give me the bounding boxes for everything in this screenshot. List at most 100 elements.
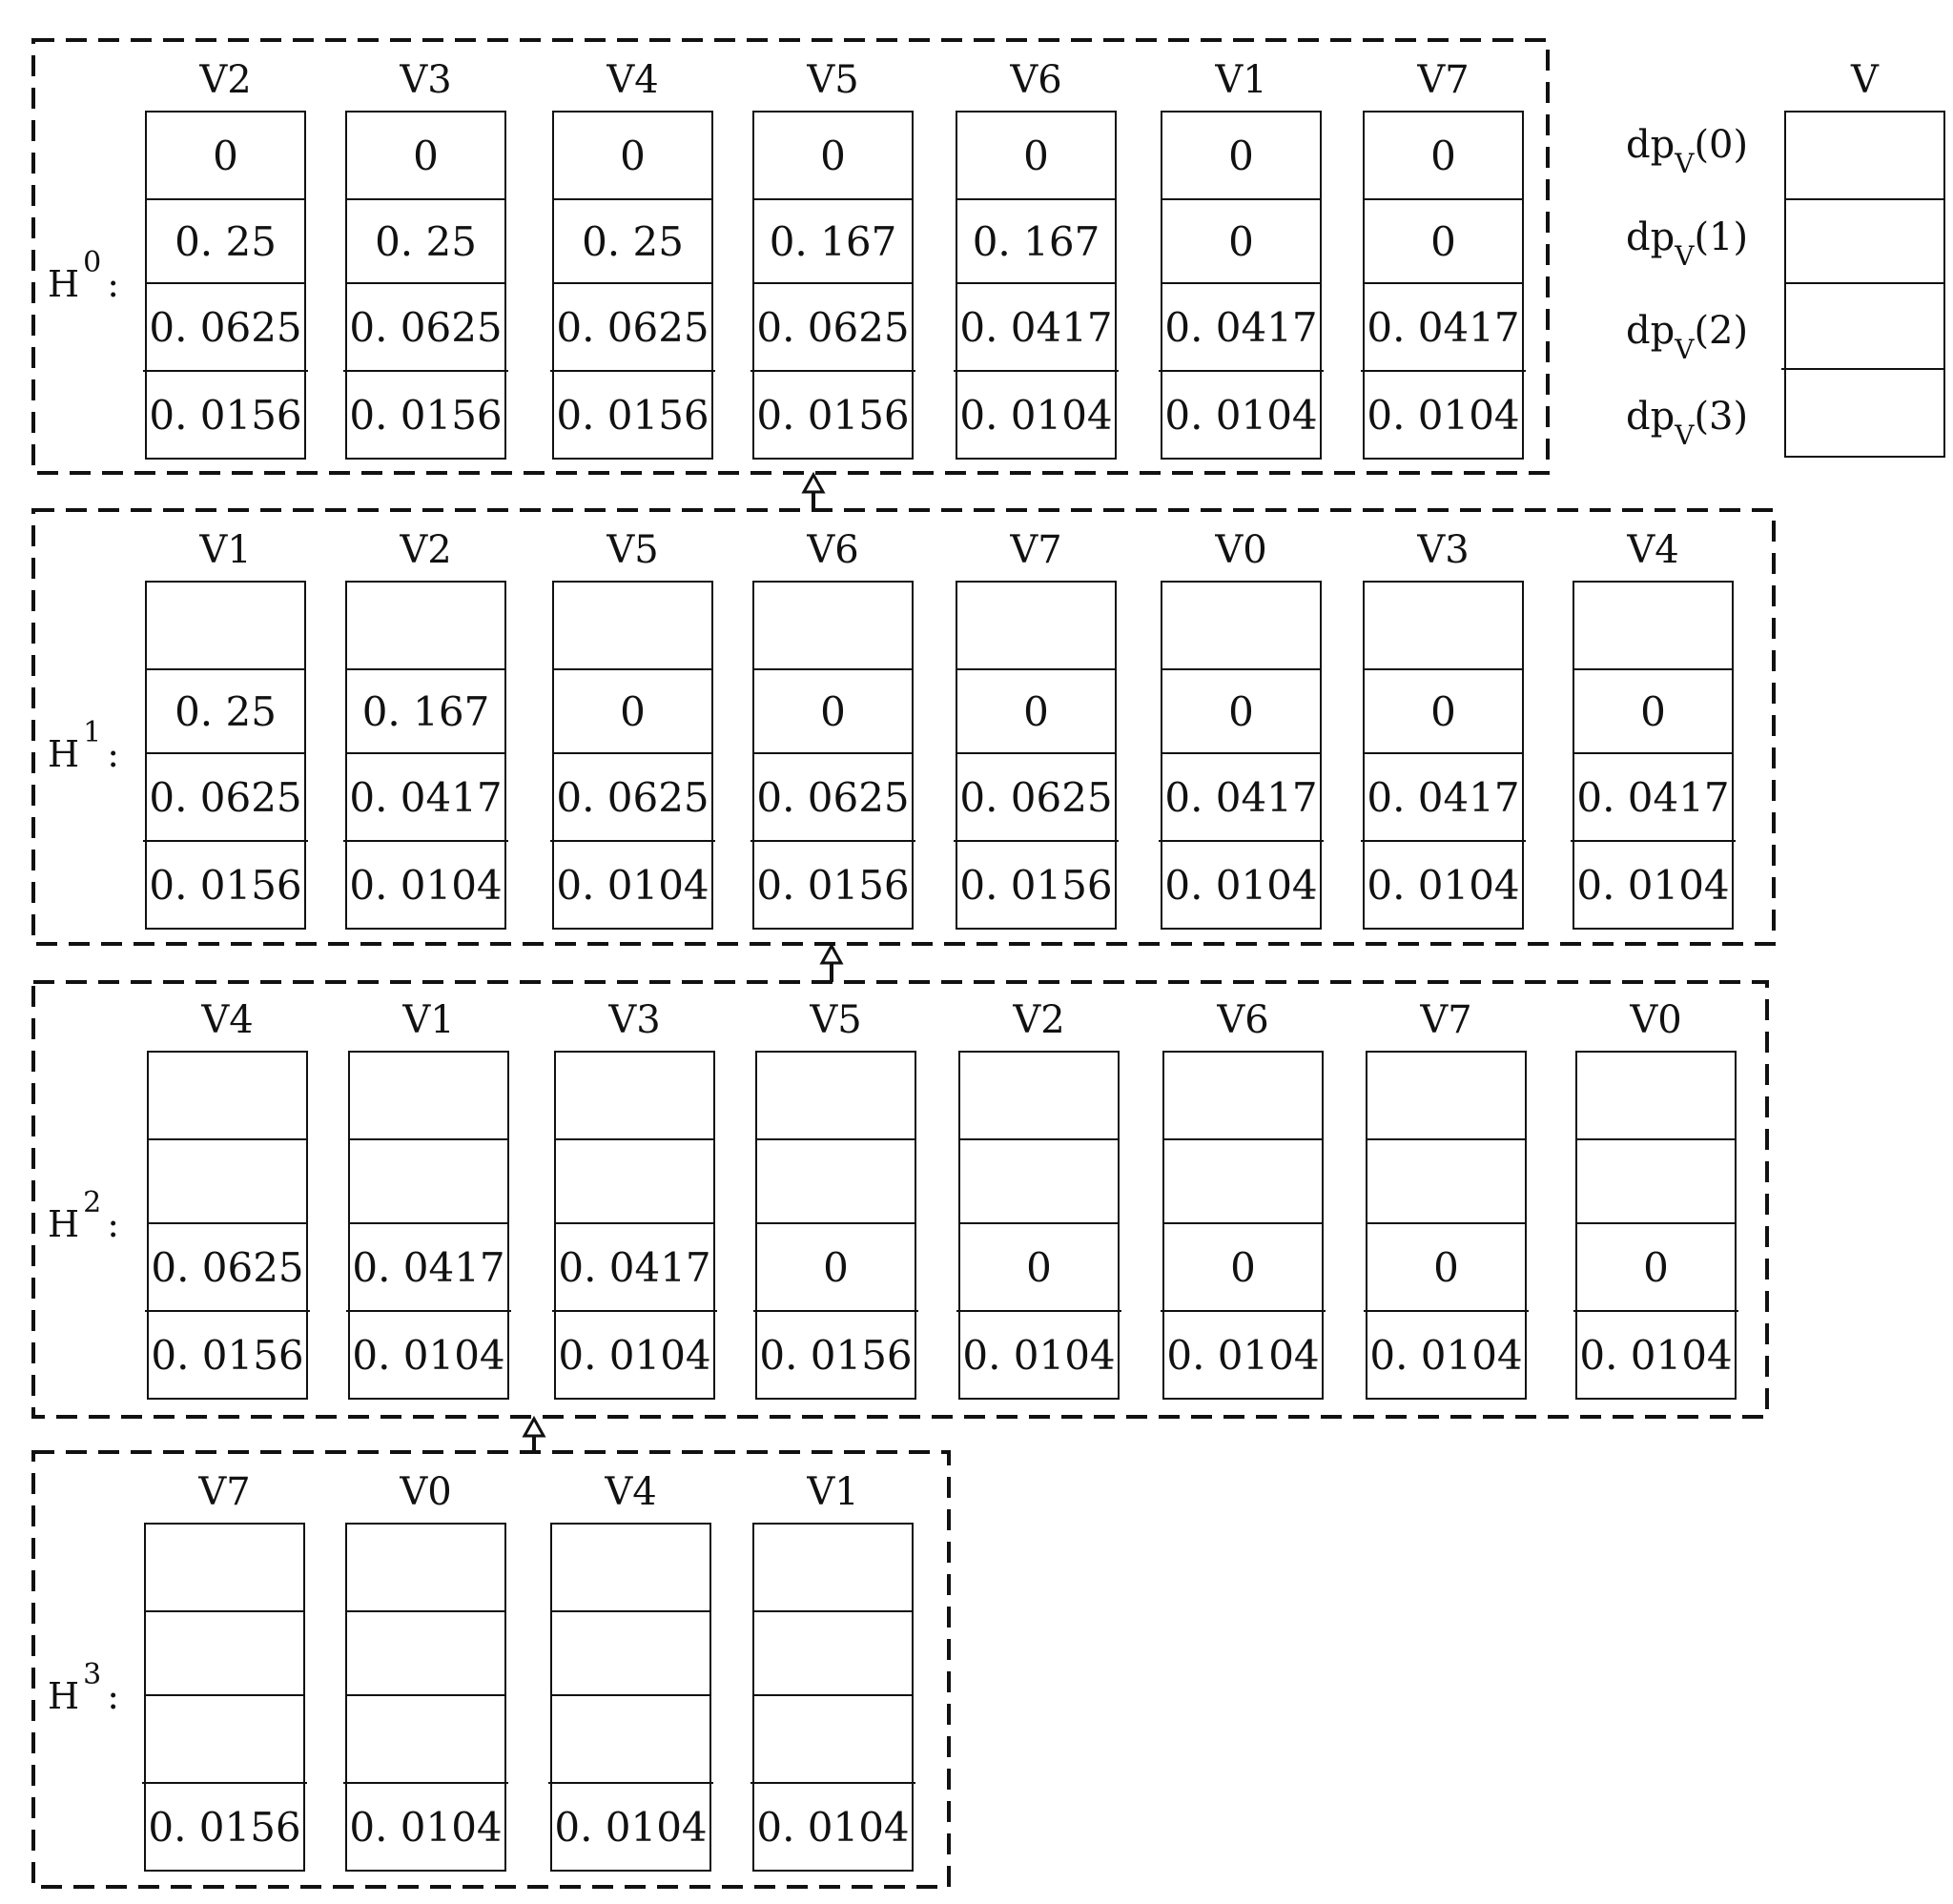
cell-value: 0 bbox=[1026, 1244, 1052, 1291]
cell-value: 0. 0625 bbox=[149, 304, 301, 351]
level-label: H3: bbox=[48, 1658, 119, 1717]
cell-value: 0. 0104 bbox=[1367, 862, 1519, 909]
column-box bbox=[752, 111, 914, 460]
level-label: H2: bbox=[48, 1186, 119, 1245]
column-box bbox=[348, 1051, 509, 1400]
column-box bbox=[345, 1523, 506, 1872]
legend-subscript: V bbox=[1674, 240, 1695, 272]
column-header: V1 bbox=[1214, 58, 1266, 102]
cell-value: 0. 0625 bbox=[756, 304, 909, 351]
level-label: H1: bbox=[48, 716, 119, 775]
cell-value: 0 bbox=[1430, 688, 1456, 735]
column-box bbox=[345, 111, 506, 460]
cell-value: 0 bbox=[413, 133, 439, 179]
arrow-head bbox=[522, 1415, 546, 1438]
column-box bbox=[554, 1051, 715, 1400]
legend-header: V bbox=[1850, 58, 1880, 102]
column-box bbox=[956, 581, 1117, 930]
cell-value: 0. 0104 bbox=[1369, 1332, 1522, 1379]
cell-value: 0. 0104 bbox=[1367, 392, 1519, 439]
cell-value: 0. 0104 bbox=[1576, 862, 1729, 909]
level-letter: H bbox=[48, 1203, 79, 1245]
column-box bbox=[345, 581, 506, 930]
column-box bbox=[755, 1051, 916, 1400]
level-frame-3 bbox=[31, 1450, 951, 1889]
column-header: V4 bbox=[200, 998, 253, 1042]
legend-dp: dp bbox=[1626, 123, 1675, 167]
column-header: V2 bbox=[399, 528, 451, 572]
column-header: V3 bbox=[399, 58, 451, 102]
legend-arg: (3) bbox=[1694, 395, 1748, 439]
legend-arg: (0) bbox=[1694, 123, 1748, 167]
column-header: V0 bbox=[1629, 998, 1681, 1042]
cell-value: 0. 0104 bbox=[352, 1332, 504, 1379]
column-header: V1 bbox=[806, 1470, 858, 1514]
cell-value: 0. 0156 bbox=[151, 1332, 303, 1379]
column-header: V3 bbox=[1416, 528, 1469, 572]
cell-value: 0 bbox=[1023, 133, 1049, 179]
legend-row-label: dpV(1) bbox=[1626, 215, 1748, 272]
cell-value: 0 bbox=[1228, 688, 1254, 735]
legend-dp: dp bbox=[1626, 309, 1675, 353]
cell-value: 0. 25 bbox=[582, 218, 684, 265]
cell-value: 0. 0104 bbox=[349, 1804, 502, 1851]
column-box bbox=[958, 1051, 1120, 1400]
column-header: V7 bbox=[1009, 528, 1061, 572]
cell-value: 0 bbox=[1643, 1244, 1669, 1291]
cell-value: 0. 167 bbox=[362, 688, 490, 735]
cell-value: 0 bbox=[1433, 1244, 1459, 1291]
cell-value: 0. 0417 bbox=[349, 774, 502, 821]
column-header: V5 bbox=[606, 528, 658, 572]
column-header: V7 bbox=[1419, 998, 1471, 1042]
level-colon: : bbox=[107, 1203, 119, 1245]
cell-value: 0. 0625 bbox=[151, 1244, 303, 1291]
column-header: V3 bbox=[607, 998, 660, 1042]
cell-value: 0. 0104 bbox=[1164, 392, 1317, 439]
arrow-head bbox=[819, 942, 844, 965]
level-superscript: 3 bbox=[83, 1658, 101, 1691]
cell-value: 0. 0104 bbox=[1164, 862, 1317, 909]
cell-value: 0. 0156 bbox=[756, 862, 909, 909]
cell-value: 0 bbox=[1228, 218, 1254, 265]
cell-value: 0 bbox=[820, 133, 846, 179]
cell-value: 0. 0104 bbox=[962, 1332, 1115, 1379]
legend-subscript: V bbox=[1674, 148, 1695, 179]
level-frames bbox=[31, 38, 1776, 1889]
column-box bbox=[752, 581, 914, 930]
level-superscript: 0 bbox=[83, 246, 101, 279]
column-header: V1 bbox=[198, 528, 251, 572]
cell-value: 0. 0104 bbox=[756, 1804, 909, 1851]
cell-value: 0. 0156 bbox=[148, 1804, 300, 1851]
cell-value: 0. 0417 bbox=[1576, 774, 1729, 821]
legend-row-label: dpV(2) bbox=[1626, 309, 1748, 365]
column-box bbox=[550, 1523, 711, 1872]
column-box bbox=[552, 581, 713, 930]
column-header: V4 bbox=[1626, 528, 1678, 572]
column-header: V4 bbox=[604, 1470, 656, 1514]
column-box bbox=[1161, 581, 1322, 930]
column-v1: V1 0. 0104 bbox=[750, 1470, 915, 1872]
column-header: V4 bbox=[606, 58, 658, 102]
column-box bbox=[1161, 111, 1322, 460]
cell-value: 0. 0625 bbox=[556, 774, 709, 821]
column-box bbox=[1162, 1051, 1324, 1400]
cell-value: 0. 0625 bbox=[149, 774, 301, 821]
legend-subscript: V bbox=[1674, 420, 1695, 451]
